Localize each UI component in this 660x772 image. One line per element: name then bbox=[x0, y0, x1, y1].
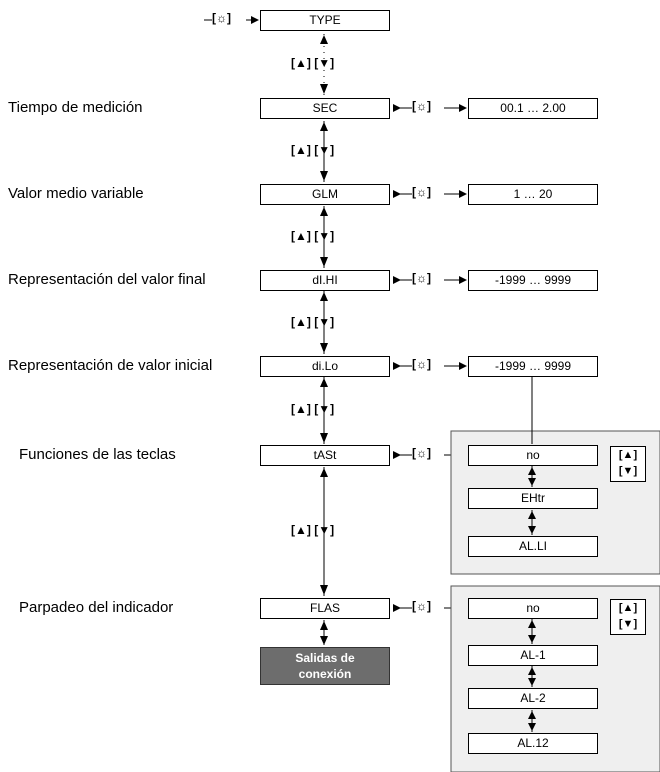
sun-icon: ☼ bbox=[416, 446, 427, 460]
flas-option-al2: AL-2 bbox=[468, 688, 598, 709]
value-dihi: -1999 … 9999 bbox=[468, 270, 598, 291]
label-valor-medio: Valor medio variable bbox=[8, 185, 144, 202]
label-valor-inicial: Representación de valor inicial bbox=[8, 357, 213, 374]
down-key-label: [▼] bbox=[618, 465, 638, 477]
node-dilo: di.Lo bbox=[260, 356, 390, 377]
set-button-flas: [☼] bbox=[412, 599, 431, 613]
set-button-glm: [☼] bbox=[412, 185, 431, 199]
label-parpadeo: Parpadeo del indicador bbox=[19, 599, 174, 616]
flas-option-al1: AL-1 bbox=[468, 645, 598, 666]
sun-icon: ☼ bbox=[416, 357, 427, 371]
updown-label-5: [▲] [▼] bbox=[291, 402, 335, 416]
flas-option-al12: AL.12 bbox=[468, 733, 598, 754]
tast-option-alli: AL.LI bbox=[468, 536, 598, 557]
node-type: TYPE bbox=[260, 10, 390, 31]
set-button-dilo: [☼] bbox=[412, 357, 431, 371]
sun-icon: ☼ bbox=[216, 11, 227, 25]
tast-option-connectors bbox=[528, 466, 536, 535]
node-salidas-conexion: Salidas de conexión bbox=[260, 647, 390, 685]
sun-icon: ☼ bbox=[416, 99, 427, 113]
sun-icon: ☼ bbox=[416, 599, 427, 613]
set-button-sec: [☼] bbox=[412, 99, 431, 113]
node-dihi: dI.HI bbox=[260, 270, 390, 291]
node-flas: FLAS bbox=[260, 598, 390, 619]
branch-connectors bbox=[393, 104, 467, 612]
node-tast: tASt bbox=[260, 445, 390, 466]
label-tiempo-medicion: Tiempo de medición bbox=[8, 99, 143, 116]
down-key-label: [▼] bbox=[618, 618, 638, 630]
tast-option-no: no bbox=[468, 445, 598, 466]
updown-label-3: [▲] [▼] bbox=[291, 229, 335, 243]
sun-icon: ☼ bbox=[416, 185, 427, 199]
label-valor-final: Representación del valor final bbox=[8, 271, 206, 288]
value-glm: 1 … 20 bbox=[468, 184, 598, 205]
up-key-label: [▲] bbox=[618, 602, 638, 614]
tast-updown-keys: [▲] [▼] bbox=[610, 446, 646, 482]
flas-option-connectors bbox=[528, 619, 536, 732]
tast-option-ehtr: EHtr bbox=[468, 488, 598, 509]
flas-updown-keys: [▲] [▼] bbox=[610, 599, 646, 635]
updown-arrowheads bbox=[320, 35, 328, 645]
node-sec: SEC bbox=[260, 98, 390, 119]
set-button-dihi: [☼] bbox=[412, 271, 431, 285]
node-glm: GLM bbox=[260, 184, 390, 205]
updown-label-4: [▲] [▼] bbox=[291, 315, 335, 329]
set-button-tast: [☼] bbox=[412, 446, 431, 460]
salidas-line-2: conexión bbox=[298, 667, 352, 681]
set-button-type: [☼] bbox=[212, 11, 231, 25]
value-dilo: -1999 … 9999 bbox=[468, 356, 598, 377]
updown-label-2: [▲] [▼] bbox=[291, 143, 335, 157]
salidas-line-1: Salidas de bbox=[295, 651, 355, 665]
sun-icon: ☼ bbox=[416, 271, 427, 285]
up-key-label: [▲] bbox=[618, 449, 638, 461]
label-funciones-teclas: Funciones de las teclas bbox=[19, 446, 176, 463]
value-sec: 00.1 … 2.00 bbox=[468, 98, 598, 119]
flas-option-no: no bbox=[468, 598, 598, 619]
updown-label-1: [▲] [▼] bbox=[291, 56, 335, 70]
updown-label-6: [▲] [▼] bbox=[291, 523, 335, 537]
